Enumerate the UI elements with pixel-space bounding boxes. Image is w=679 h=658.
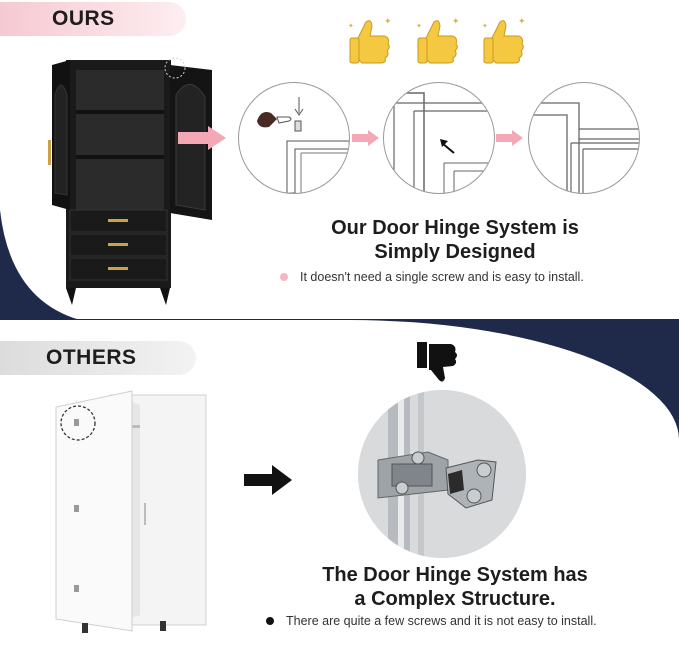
arrow-right-icon	[244, 465, 292, 495]
thumbs-up-icon: ✦✦	[482, 16, 526, 64]
bullet-dot-icon	[266, 617, 274, 625]
arrow-right-icon	[178, 126, 226, 150]
others-bullet-text: There are quite a few screws and it is n…	[286, 614, 597, 628]
svg-text:✦: ✦	[384, 16, 392, 26]
bullet-dot-icon	[280, 273, 288, 281]
ours-bullet-text: It doesn't need a single screw and is ea…	[300, 270, 584, 284]
ours-headline: Our Door Hinge System is Simply Designed	[290, 216, 620, 264]
svg-text:✦: ✦	[416, 22, 422, 30]
ours-tag-label: OURS	[52, 7, 115, 30]
ours-headline-line2: Simply Designed	[374, 241, 536, 263]
svg-text:✦: ✦	[518, 16, 526, 26]
svg-text:✦: ✦	[452, 16, 460, 26]
others-tag-label: OTHERS	[46, 346, 137, 369]
complex-hinge-photo	[358, 390, 526, 558]
ours-headline-line1: Our Door Hinge System is	[331, 217, 579, 239]
arrow-right-icon	[496, 130, 523, 146]
install-step-1	[238, 82, 350, 194]
svg-text:✦: ✦	[482, 22, 488, 30]
thumbs-up-icon: ✦✦	[348, 16, 392, 64]
others-headline-line1: The Door Hinge System has	[322, 564, 588, 586]
others-headline: The Door Hinge System has a Complex Stru…	[270, 563, 640, 611]
hinge-pin-insert-illustration	[257, 97, 349, 193]
door-attach-illustration	[384, 92, 494, 193]
door-installed-illustration	[529, 102, 639, 193]
black-cabinet-image	[48, 57, 212, 305]
ours-tag: OURS	[0, 2, 186, 36]
thumbs-up-icon: ✦✦	[416, 16, 460, 64]
ours-bullet: It doesn't need a single screw and is ea…	[280, 270, 584, 284]
others-tag: OTHERS	[0, 341, 196, 375]
white-cabinet-image	[55, 390, 207, 633]
thumbs-down-icon	[417, 342, 457, 382]
thumbs-up-group: ✦✦ ✦✦ ✦✦	[346, 14, 536, 74]
install-step-2	[383, 82, 495, 194]
others-headline-line2: a Complex Structure.	[354, 588, 556, 610]
arrow-right-icon	[352, 130, 379, 146]
install-step-3	[528, 82, 640, 194]
hinge-illustration	[358, 390, 526, 558]
others-bullet: There are quite a few screws and it is n…	[266, 614, 597, 628]
svg-text:✦: ✦	[348, 22, 354, 30]
